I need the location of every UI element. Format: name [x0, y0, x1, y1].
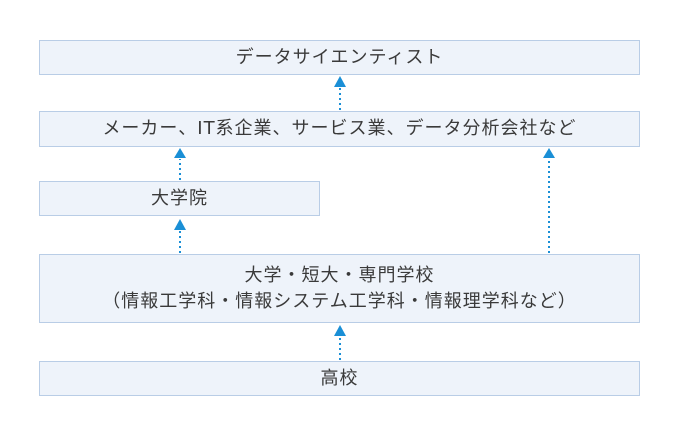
node-high-school-label: 高校	[320, 367, 359, 389]
node-data-scientist: データサイエンティスト	[39, 40, 640, 75]
arrow-companies-to-data-scientist-head	[334, 76, 346, 87]
arrow-university-to-companies-head	[543, 148, 555, 158]
arrow-high-school-to-university-head	[334, 325, 346, 336]
arrow-graduate-to-companies-head	[174, 148, 186, 158]
node-university-label-line2: （情報工学科・情報システム工学科・情報理学科など）	[102, 290, 577, 312]
node-graduate-school-label: 大学院	[151, 187, 208, 209]
node-university: 大学・短大・専門学校 （情報工学科・情報システム工学科・情報理学科など）	[39, 254, 640, 323]
node-data-scientist-label: データサイエンティスト	[235, 46, 444, 68]
node-graduate-school: 大学院	[39, 181, 320, 216]
node-high-school: 高校	[39, 361, 640, 396]
node-university-label-line1: 大学・短大・専門学校	[244, 264, 435, 286]
arrow-university-to-graduate-head	[174, 219, 186, 230]
node-companies: メーカー、IT系企業、サービス業、データ分析会社など	[39, 111, 640, 147]
node-companies-label: メーカー、IT系企業、サービス業、データ分析会社など	[102, 118, 577, 139]
